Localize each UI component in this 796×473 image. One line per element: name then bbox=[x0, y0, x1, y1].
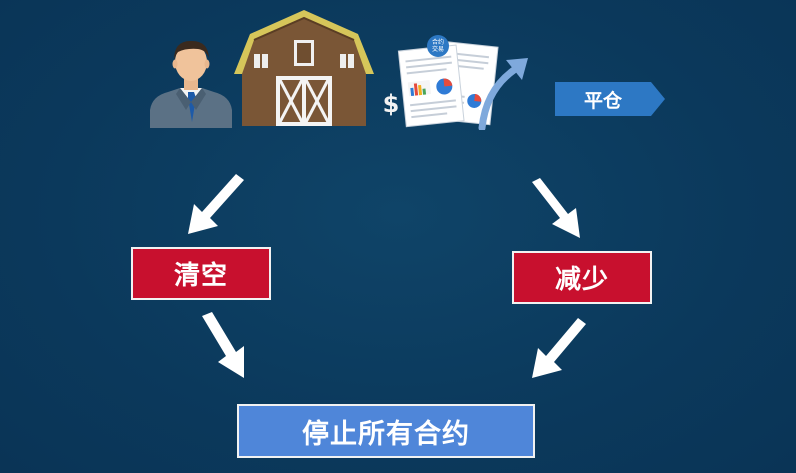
arrow-down-left-bottom bbox=[532, 318, 586, 378]
document-header-line-1: 合约 bbox=[432, 38, 444, 46]
arrow-down-right-bottom bbox=[202, 312, 244, 378]
stop-all-contracts-box: 停止所有合约 bbox=[237, 404, 535, 458]
tag-label: 平仓 bbox=[583, 89, 622, 112]
contract-document-icon: 合约 交易 bbox=[397, 35, 499, 128]
growth-arrow-icon bbox=[478, 58, 528, 130]
businessman-icon bbox=[150, 40, 232, 128]
svg-text:$: $ bbox=[384, 90, 398, 118]
arrow-down-left-top bbox=[188, 174, 244, 234]
document-header-line-2: 交易 bbox=[432, 45, 444, 53]
clear-box: 清空 bbox=[131, 247, 271, 300]
tag-arrow-shape bbox=[555, 82, 665, 116]
reduce-box: 减少 bbox=[512, 251, 652, 304]
close-position-tag: 平仓 bbox=[555, 82, 665, 116]
arrow-down-right-top bbox=[532, 178, 580, 238]
barn-icon bbox=[234, 10, 374, 126]
dollar-icon: $ bbox=[384, 90, 398, 118]
